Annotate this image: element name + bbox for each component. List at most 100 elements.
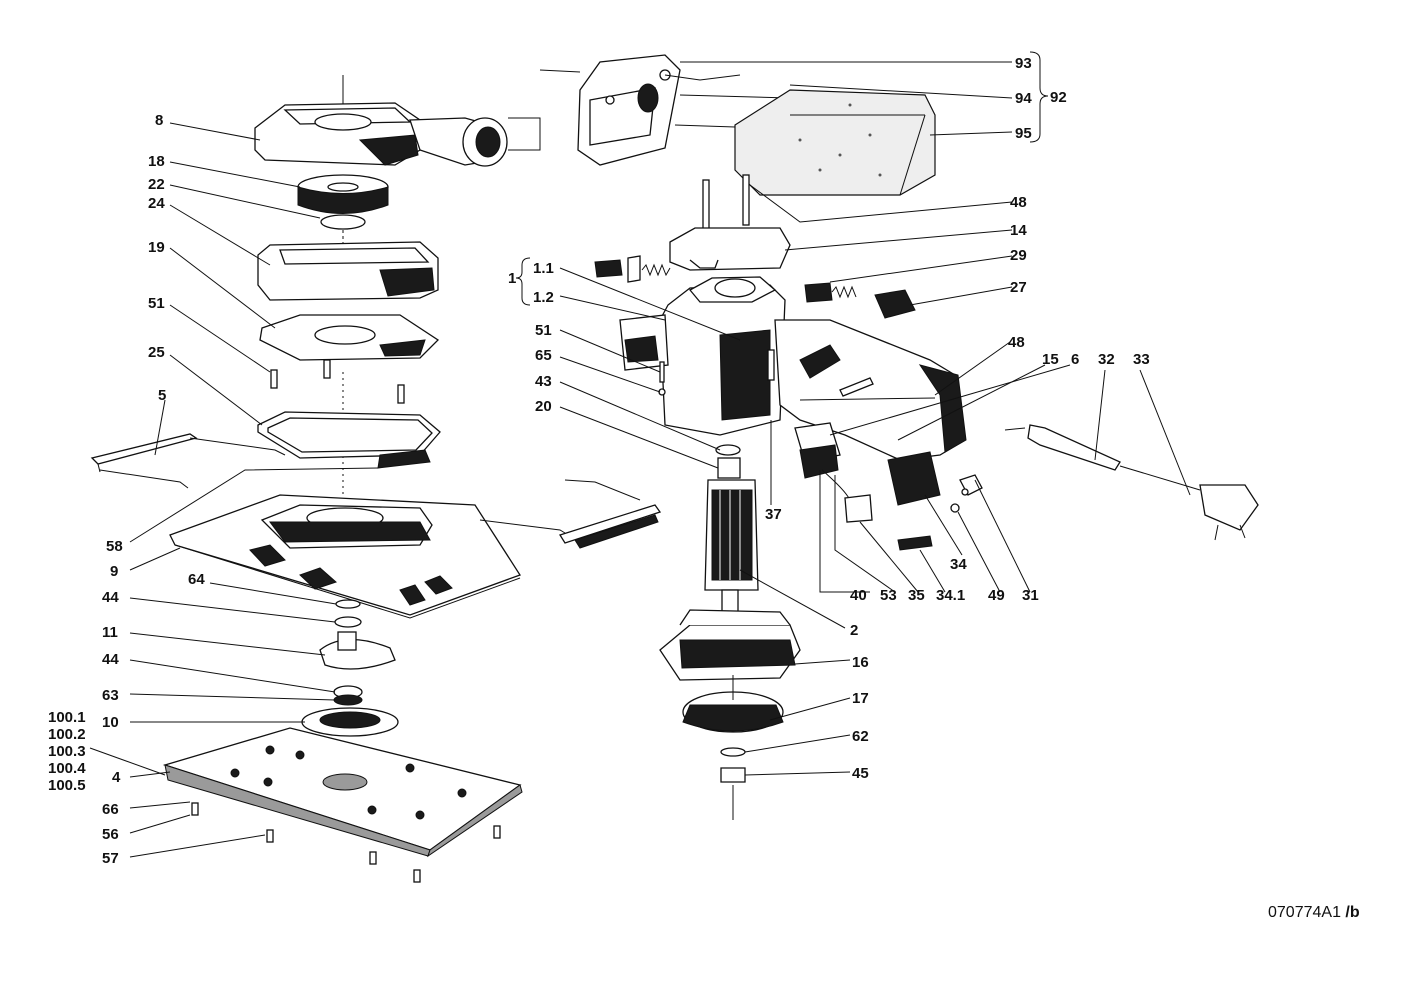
callout-label: 37	[765, 506, 782, 523]
part-labels: 8 18 22 24 19 51 25 5 58 9 64 44 11 44 6…	[48, 55, 1150, 867]
callout-label: 35	[908, 587, 925, 604]
clamp-right-part	[479, 479, 662, 549]
callout-label: 14	[1010, 222, 1027, 239]
callout-label: 100.5	[48, 777, 86, 794]
screw-part	[493, 825, 501, 839]
callout-label: 92	[1050, 89, 1067, 106]
fan-housing-part	[659, 609, 801, 681]
carbon-brush-left	[594, 255, 671, 283]
screw-part	[191, 802, 199, 816]
plate-part	[897, 535, 933, 551]
screw-part	[659, 361, 665, 383]
callout-label: 65	[535, 347, 552, 364]
armature-part	[704, 457, 759, 631]
callout-label: 48	[1008, 334, 1025, 351]
callout-label: 51	[148, 295, 165, 312]
callout-label: 15	[1042, 351, 1059, 368]
power-cord-part	[1004, 424, 1259, 541]
callout-label: 44	[102, 589, 119, 606]
callout-label: 1.2	[533, 289, 554, 306]
screw-part	[950, 503, 960, 513]
callout-label: 48	[1010, 194, 1027, 211]
callout-label: 49	[988, 587, 1005, 604]
frame-part	[257, 241, 439, 301]
callout-label: 10	[102, 714, 119, 731]
callout-label: 51	[535, 322, 552, 339]
fan-lower-part	[682, 675, 784, 733]
callout-label: 53	[880, 587, 897, 604]
fan-upper-part	[297, 174, 389, 214]
screw-part	[742, 174, 750, 226]
motor-housing-part	[619, 276, 967, 461]
callout-label: 95	[1015, 125, 1032, 142]
clamp-left-part	[90, 433, 286, 489]
callout-label: 34.1	[936, 587, 965, 604]
callout-label: 100.3	[48, 743, 86, 760]
callout-label: 29	[1010, 247, 1027, 264]
motor-cover-part	[669, 227, 791, 271]
screw-part	[767, 349, 775, 381]
base-housing-part	[169, 494, 521, 619]
callout-label: 11	[102, 624, 118, 641]
bearing-part	[334, 616, 362, 628]
carbon-brush-right	[804, 282, 916, 319]
callout-label: 56	[102, 826, 119, 843]
washer-part	[335, 599, 361, 609]
callout-label: 6	[1071, 351, 1079, 368]
callout-label: 58	[106, 538, 123, 555]
bearing-part	[333, 694, 363, 706]
callout-label: 25	[148, 344, 165, 361]
callout-label: 43	[535, 373, 552, 390]
callout-label: 5	[158, 387, 166, 404]
left-assembly	[90, 75, 662, 883]
pad-flange-part	[301, 707, 399, 737]
callout-label: 33	[1133, 351, 1150, 368]
callout-label: 27	[1010, 279, 1027, 296]
screw-part	[323, 359, 331, 379]
sanding-pad-part	[162, 727, 523, 858]
callout-label: 20	[535, 398, 552, 415]
document-code-suffix: /b	[1345, 904, 1360, 921]
callout-label: 9	[110, 563, 118, 580]
dust-bag-holder-part	[539, 54, 741, 166]
callout-label: 8	[155, 112, 163, 129]
bearing-part	[715, 444, 741, 456]
callout-label: 18	[148, 153, 165, 170]
callout-label: 64	[188, 571, 205, 588]
callout-label: 66	[102, 801, 119, 818]
callout-label: 2	[850, 622, 858, 639]
washer-part	[320, 214, 366, 230]
capacitor-part	[844, 494, 873, 523]
screw-part	[839, 377, 874, 397]
callout-label: 31	[1022, 587, 1039, 604]
washer-part	[720, 747, 746, 757]
screw-part	[413, 869, 421, 883]
washer-part	[961, 488, 969, 496]
callout-label: 100.1	[48, 709, 86, 726]
callout-label: 94	[1015, 90, 1032, 107]
bearing-plate-part	[259, 314, 440, 361]
screw-part	[702, 179, 710, 231]
callout-label: 16	[852, 654, 869, 671]
seal-ring-part	[257, 411, 441, 469]
document-code-number: 070774A1	[1268, 904, 1341, 921]
callout-label: 93	[1015, 55, 1032, 72]
callout-label: 62	[852, 728, 869, 745]
screw-part	[270, 369, 278, 389]
callout-label: 1.1	[533, 260, 554, 277]
callout-label: 45	[852, 765, 869, 782]
callout-label: 4	[112, 769, 121, 786]
screw-part	[397, 384, 405, 404]
right-assembly	[539, 54, 1259, 820]
callout-label: 100.2	[48, 726, 86, 743]
nut-part	[720, 767, 746, 783]
callout-label: 19	[148, 239, 165, 256]
callout-label: 24	[148, 195, 165, 212]
callout-label: 1	[508, 270, 516, 287]
callout-label: 34	[950, 556, 967, 573]
callout-label: 57	[102, 850, 119, 867]
document-code: 070774A1 /b	[1268, 904, 1360, 922]
callout-label: 32	[1098, 351, 1115, 368]
cord-grip-part	[887, 451, 941, 506]
